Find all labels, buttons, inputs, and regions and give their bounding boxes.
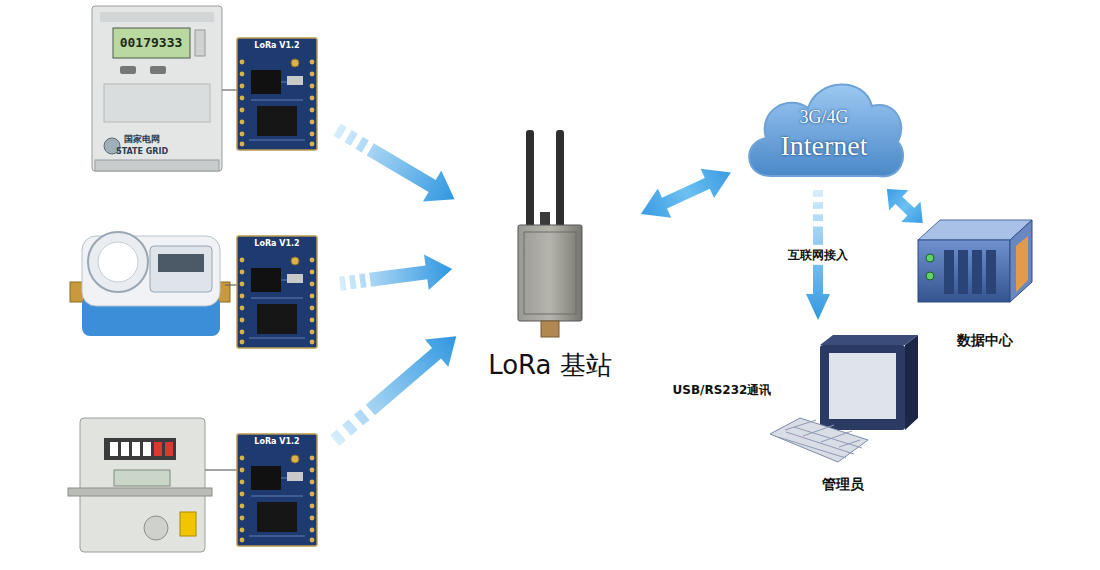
arrow-part (339, 276, 346, 291)
interface-label: USB/RS232通讯 (673, 383, 772, 397)
flow-arrow (641, 169, 731, 218)
arrow-part (345, 130, 358, 146)
arrow-part (354, 409, 370, 425)
meter-brand: STATE GRID (116, 147, 168, 157)
node-text: LoRa V1.2 (254, 437, 299, 447)
admin-computer: 管理员 (765, 322, 920, 497)
meter-brand: 国家电网 (124, 134, 160, 145)
flow-arrow (333, 124, 454, 202)
internet-cloud: 3G/4GInternet (740, 72, 908, 187)
arrow-part (356, 137, 369, 153)
arrow-part (367, 143, 455, 201)
arrow-part (813, 202, 823, 209)
arrow-part (806, 226, 830, 320)
arrow-part (813, 214, 823, 221)
arrow-part (366, 336, 457, 415)
base-station: LoRa 基站 (470, 125, 630, 387)
arrow-part (342, 419, 358, 435)
node-text: Internet (780, 129, 867, 163)
node-text: LoRa V1.2 (254, 41, 299, 51)
node-text: LoRa 基站 (488, 350, 612, 381)
node-text: 3G/4G (800, 107, 849, 129)
arrow-part (333, 124, 346, 140)
arrow-part (813, 190, 823, 197)
edge-label: 互联网接入 (784, 245, 852, 265)
arrow-part (641, 169, 731, 218)
lora-module: LoRa V1.2 (236, 432, 318, 548)
arrow-part (887, 189, 923, 223)
arrow-part (369, 255, 452, 291)
lora-module: LoRa V1.2 (236, 234, 318, 350)
node-text: LoRa V1.2 (254, 239, 299, 249)
node-text: 数据中心 (957, 332, 1013, 349)
flow-arrow (330, 336, 456, 446)
arrow-part (349, 275, 356, 290)
node-text: 管理员 (822, 476, 864, 493)
lora-module: LoRa V1.2 (236, 36, 318, 152)
flow-arrow (887, 189, 923, 223)
arrow-part (359, 273, 366, 288)
arrow-part (330, 430, 346, 446)
meter-reading: 00179333 (120, 35, 183, 51)
flow-arrow (339, 255, 452, 291)
data-center: 数据中心 (925, 212, 1045, 352)
